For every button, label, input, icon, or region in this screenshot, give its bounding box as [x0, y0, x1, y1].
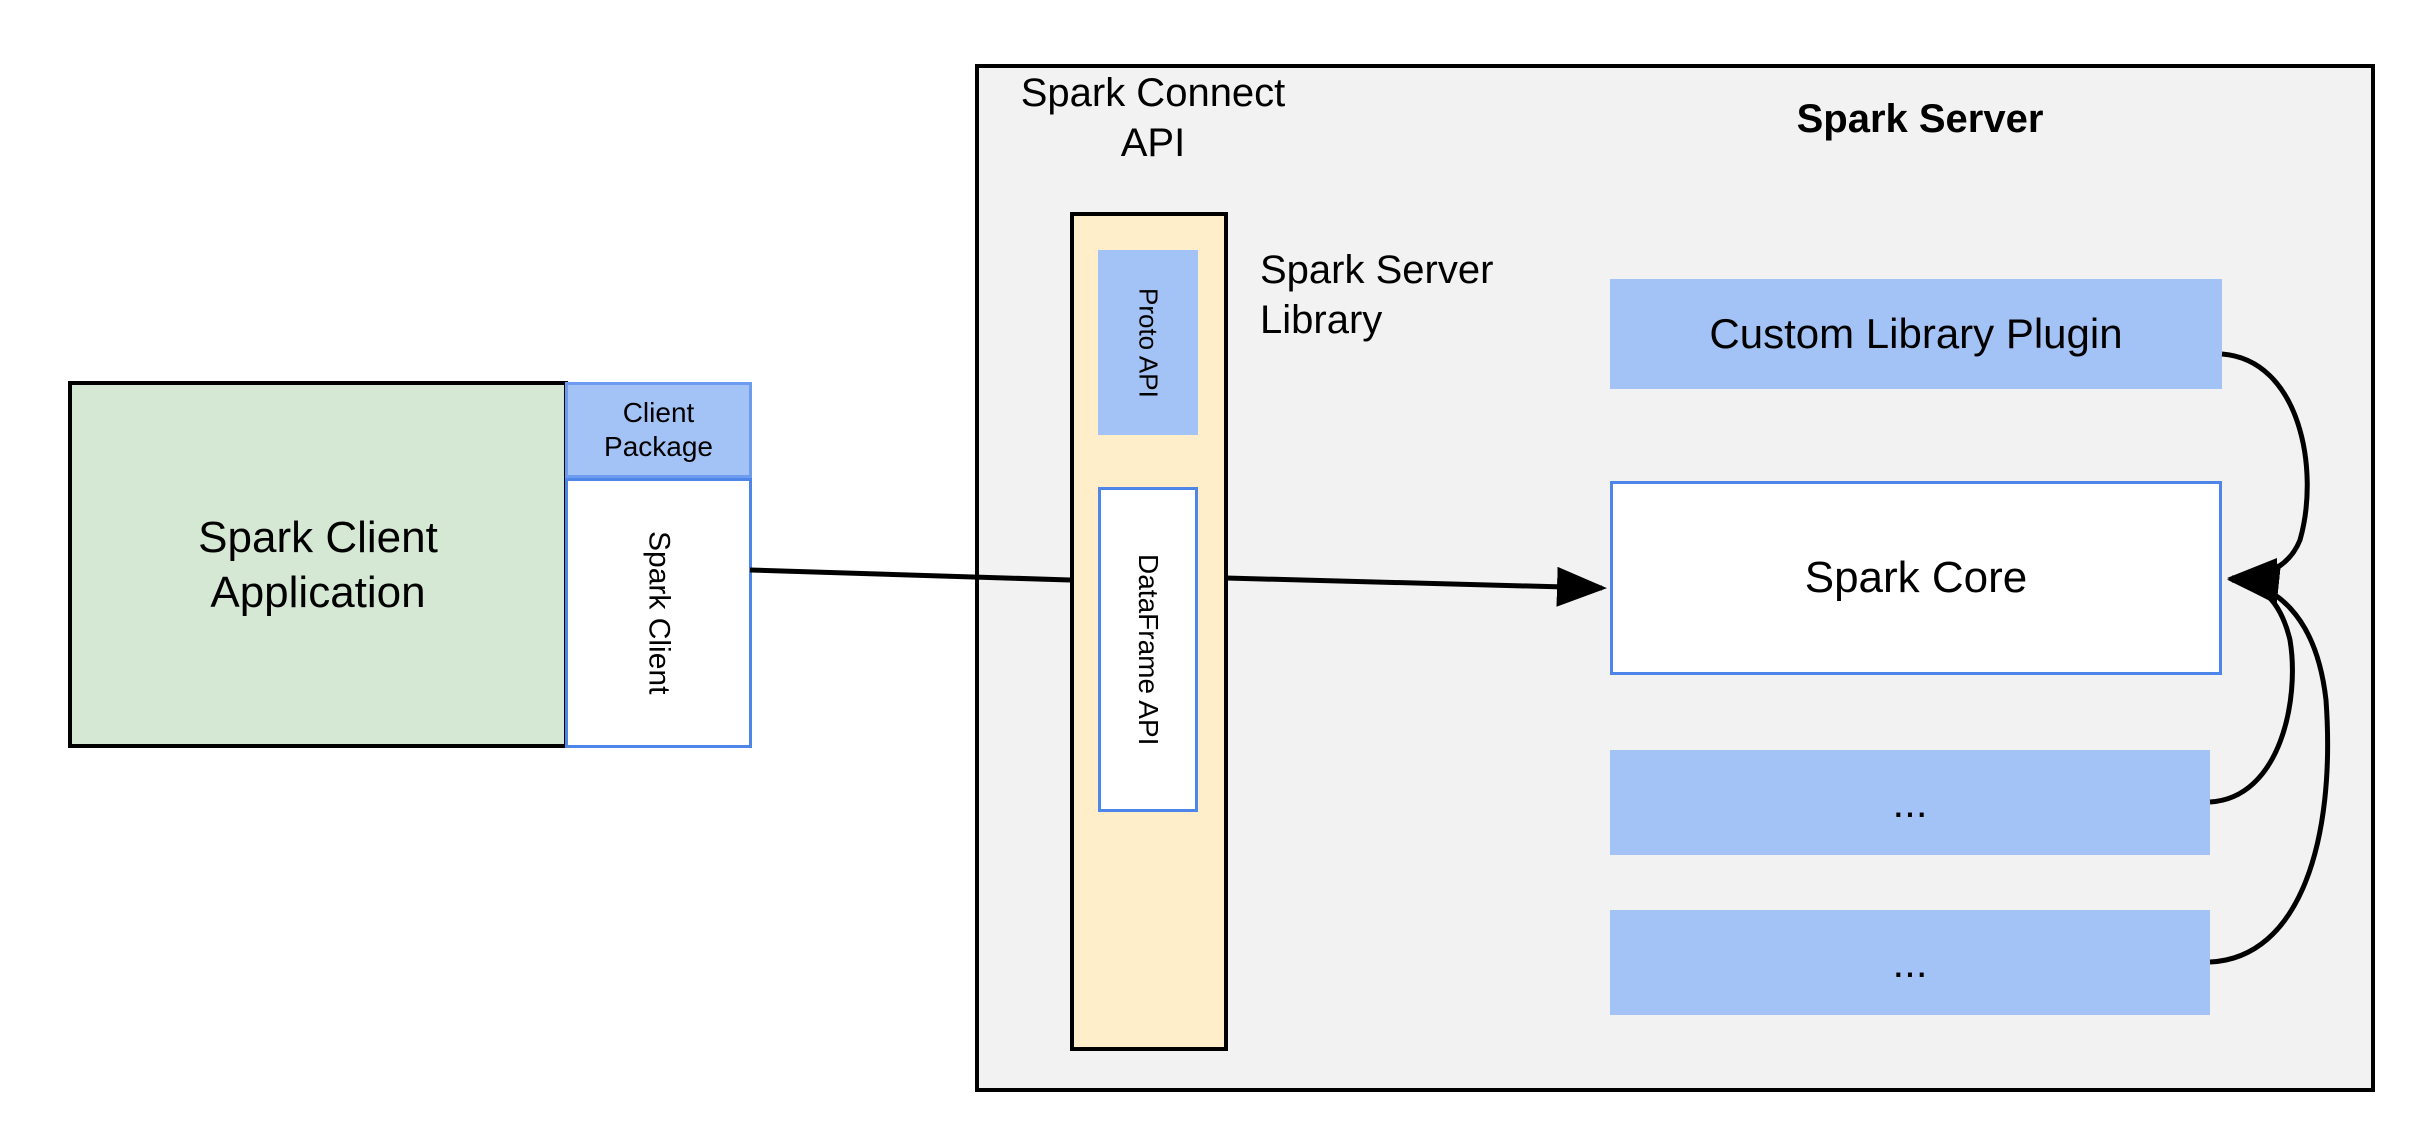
custom-library-plugin-label: Custom Library Plugin	[1709, 310, 2123, 357]
spark-server-title: Spark Server	[1796, 97, 2044, 141]
spark-client-application-label: Spark Client Application	[198, 512, 438, 617]
spark-core-box[interactable]: Spark Core	[1610, 481, 2222, 675]
spark-server-library-label: Spark Server Library	[1260, 248, 1494, 342]
dataframe-api-box[interactable]: DataFrame API	[1098, 487, 1198, 812]
spark-client-application-box[interactable]: Spark Client Application	[68, 381, 568, 748]
proto-api-label: Proto API	[1133, 287, 1164, 398]
custom-library-plugin-box[interactable]: Custom Library Plugin	[1610, 279, 2222, 389]
spark-core-label: Spark Core	[1804, 553, 2028, 602]
placeholder-component-box-1[interactable]: ...	[1610, 750, 2210, 855]
spark-connect-api-label: Spark Connect API	[1020, 71, 1286, 165]
proto-api-box[interactable]: Proto API	[1098, 250, 1198, 435]
dataframe-api-label: DataFrame API	[1133, 553, 1164, 746]
placeholder-component-label-2: ...	[1892, 938, 1928, 986]
placeholder-component-label-1: ...	[1892, 778, 1928, 826]
client-package-label: Client Package	[604, 396, 713, 462]
client-package-box[interactable]: Client Package	[565, 382, 752, 478]
placeholder-component-box-2[interactable]: ...	[1610, 910, 2210, 1015]
spark-client-box[interactable]: Spark Client	[565, 478, 752, 748]
spark-client-label: Spark Client	[642, 531, 676, 695]
